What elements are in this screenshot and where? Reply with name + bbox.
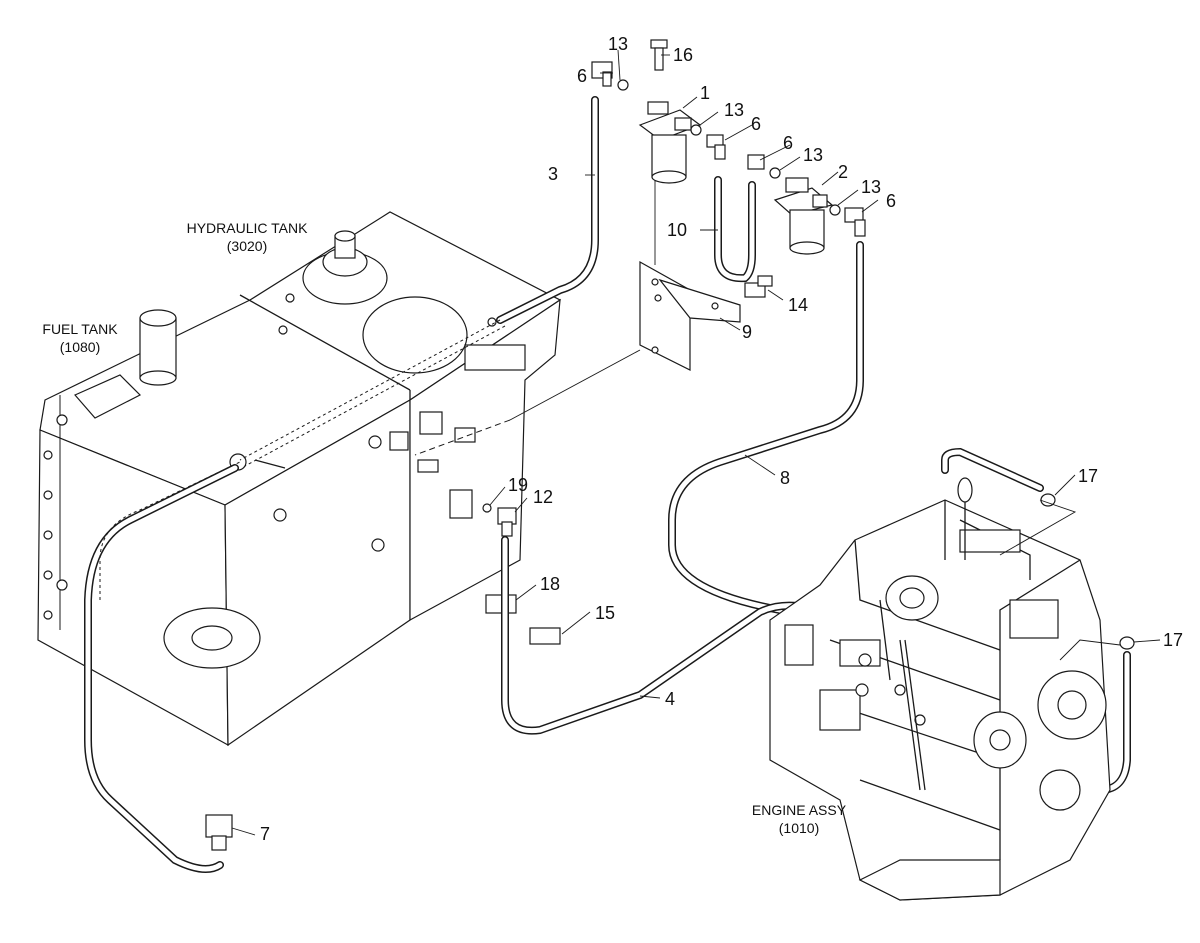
fuel-tank-label: FUEL TANK: [42, 321, 118, 337]
callout-12: 12: [533, 487, 553, 507]
callout-4: 4: [665, 689, 675, 709]
hose-7-return: [84, 461, 241, 873]
callout-8: 8: [780, 468, 790, 488]
callout-15: 15: [595, 603, 615, 623]
callout-17-b: 17: [1163, 630, 1183, 650]
callout-13-c: 13: [803, 145, 823, 165]
callout-10: 10: [667, 220, 687, 240]
callout-6-b: 6: [751, 114, 761, 134]
fuel-tank-filler-cap: [139, 309, 177, 386]
callout-6-a: 6: [577, 66, 587, 86]
filter-bracket: [639, 260, 741, 371]
callout-13-d: 13: [861, 177, 881, 197]
hydraulic-tank-flange: [302, 230, 388, 305]
tank-flange-bolts: [43, 414, 68, 620]
callout-18: 18: [540, 574, 560, 594]
callout-6-d: 6: [886, 191, 896, 211]
hose-8: [668, 241, 864, 614]
callout-numbers: 1 2 3 4 6 6 6 6 7 8 9 10 12 13 13 13 13 …: [260, 34, 1183, 844]
hydraulic-tank-label: HYDRAULIC TANK: [187, 220, 309, 236]
tank-assembly: [37, 211, 562, 747]
fuel-filter-1: [638, 101, 702, 184]
callout-16: 16: [673, 45, 693, 65]
fuel-filter-2: [773, 177, 834, 255]
hydraulic-tank-code: (3020): [227, 238, 267, 254]
hydraulic-tank-cover: [362, 296, 468, 374]
leader-lines: [231, 49, 1161, 836]
callout-9: 9: [742, 322, 752, 342]
callout-13-b: 13: [724, 100, 744, 120]
callout-7: 7: [260, 824, 270, 844]
callout-2: 2: [838, 162, 848, 182]
engine-valve-cover: [959, 529, 1021, 553]
callout-13-a: 13: [608, 34, 628, 54]
hose-10: [714, 176, 756, 283]
engine-assembly: [769, 477, 1121, 901]
fittings: [205, 39, 1135, 851]
fuel-tank-code: (1080): [60, 339, 100, 355]
callout-1: 1: [700, 83, 710, 103]
engine-assy-code: (1010): [779, 820, 819, 836]
callout-17-a: 17: [1078, 466, 1098, 486]
callout-6-c: 6: [783, 133, 793, 153]
hose-3: [239, 96, 599, 467]
engine-assy-label: ENGINE ASSY: [752, 802, 847, 818]
callout-14: 14: [788, 295, 808, 315]
engine-dipstick-ring: [957, 477, 973, 503]
callout-19: 19: [508, 475, 528, 495]
callout-3: 3: [548, 164, 558, 184]
